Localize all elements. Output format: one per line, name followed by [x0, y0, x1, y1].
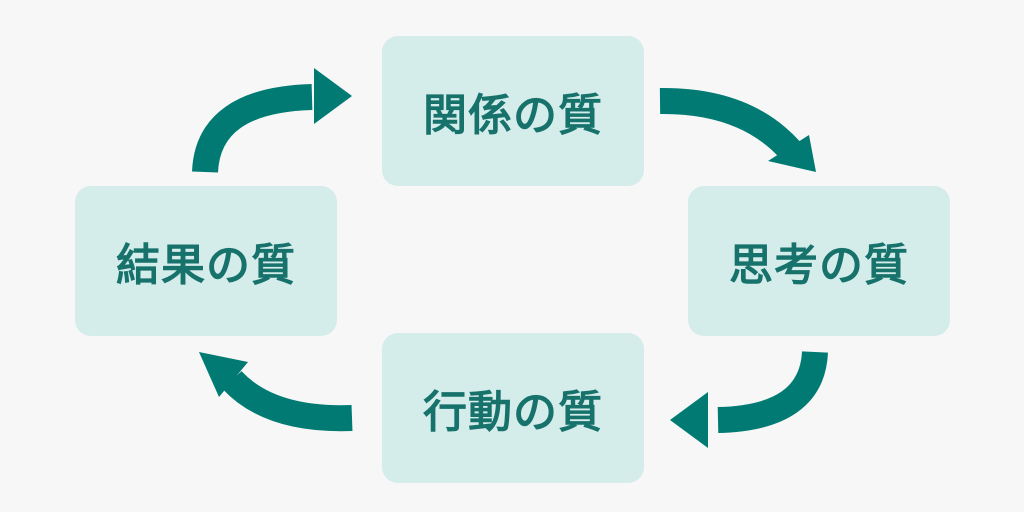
cycle-node-top-label: 関係の質 [423, 90, 603, 141]
cycle-node-left: 結果の質 [75, 186, 337, 336]
cycle-node-left-label: 結果の質 [116, 240, 296, 291]
arrow-left-to-top-shaft [192, 84, 313, 174]
arrow-top-to-right-shaft [659, 87, 800, 159]
cycle-node-right-label: 思考の質 [729, 240, 909, 291]
arrow-left-to-top [192, 68, 352, 174]
arrow-right-to-bottom-head [670, 392, 708, 448]
cycle-node-bottom-label: 行動の質 [423, 387, 603, 438]
cycle-node-top: 関係の質 [382, 36, 644, 186]
arrow-right-to-bottom [670, 350, 828, 448]
arrow-top-to-right [659, 87, 816, 172]
arrow-top-to-right-head [768, 135, 816, 172]
arrow-bottom-to-left [199, 352, 353, 432]
cycle-node-bottom: 行動の質 [382, 333, 644, 483]
arrow-right-to-bottom-shaft [717, 350, 828, 433]
arrow-bottom-to-left-head [199, 352, 248, 397]
arrow-bottom-to-left-shaft [222, 370, 353, 432]
arrow-left-to-top-head [314, 68, 352, 124]
cycle-node-right: 思考の質 [688, 186, 950, 336]
